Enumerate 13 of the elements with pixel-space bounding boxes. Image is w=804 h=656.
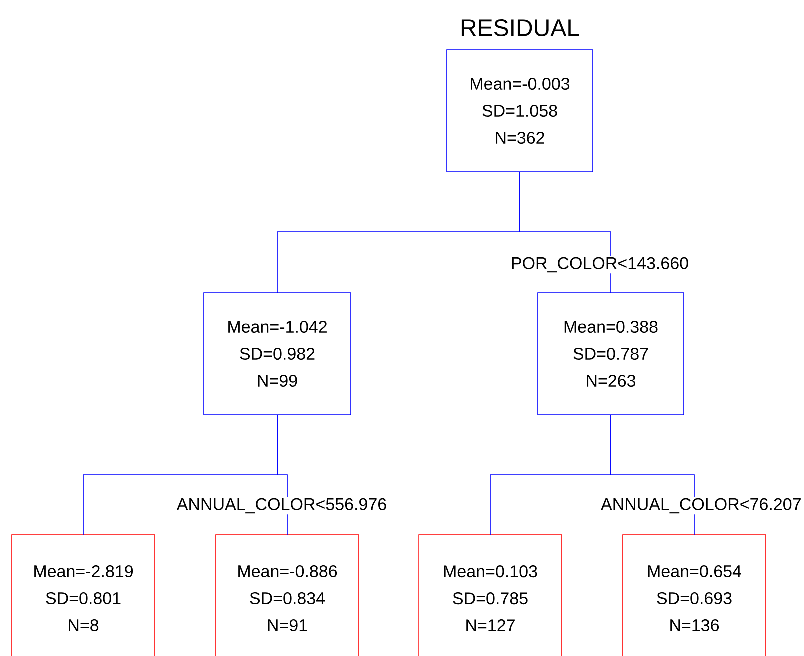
split-label: POR_COLOR<143.660 bbox=[510, 256, 690, 274]
title: RESIDUAL bbox=[462, 20, 580, 36]
split-box: Mean=-1.042 SD=0.982 N=99 bbox=[204, 292, 352, 416]
split-box: Mean=-0.003 SD=1.058 N=362 bbox=[446, 50, 594, 172]
connector bbox=[610, 414, 695, 536]
leaf-box: Mean=-2.819 SD=0.801 N=8 bbox=[12, 534, 156, 656]
split-box: Mean=0.388 SD=0.787 N=263 bbox=[538, 292, 684, 416]
leaf-box: Mean=0.103 SD=0.785 N=127 bbox=[418, 534, 562, 656]
leaf-box: Mean=0.654 SD=0.693 N=136 bbox=[622, 534, 766, 656]
split-label: ANNUAL_COLOR<76.207 bbox=[600, 497, 803, 515]
split-label: ANNUAL_COLOR<556.976 bbox=[176, 497, 388, 515]
connector bbox=[520, 172, 612, 294]
leaf-box: Mean=-0.886 SD=0.834 N=91 bbox=[216, 534, 360, 656]
